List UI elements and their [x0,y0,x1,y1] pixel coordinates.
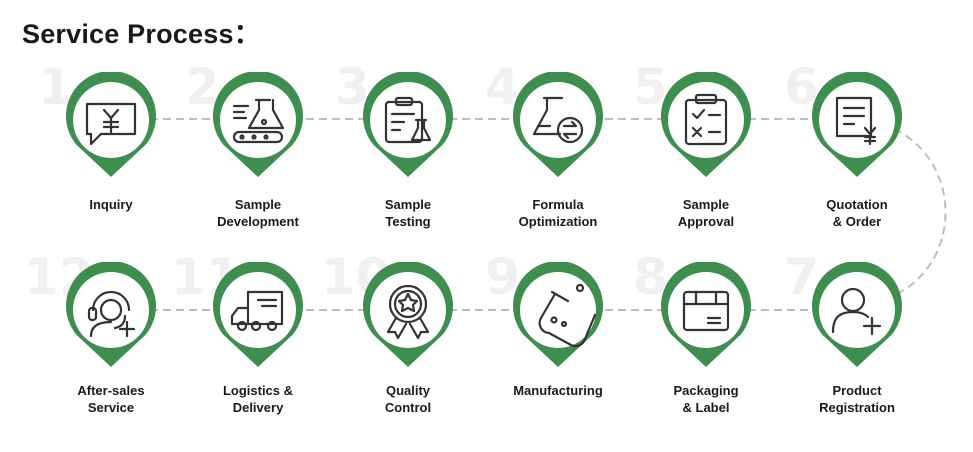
step-label-line: Sample [234,197,282,212]
step-number: 6 [784,58,819,116]
step-label-line: After-sales [77,383,145,398]
step-label-line: Formula [532,197,584,212]
step-marker [661,262,751,367]
step-label: Packaging & Label [641,382,771,416]
step-marker [363,262,453,367]
step-marker [812,72,902,177]
user-add-icon [831,287,882,336]
step-label-line: Registration [819,400,895,415]
document-yen-icon [835,96,877,146]
step-label-line: Manufacturing [513,383,603,398]
step-number: 2 [185,58,220,116]
step-label-line: Approval [677,214,735,229]
chat-yen-icon [85,102,137,146]
lab-conveyor-icon [232,98,285,144]
step-marker [66,72,156,177]
delivery-truck-icon [230,290,284,332]
step-number: 3 [335,58,370,116]
step-label-line: Quotation [826,197,888,212]
step-label-line: Control [384,400,432,415]
step-label: Manufacturing [493,382,623,399]
step-number: 1 [38,58,73,116]
step-label: Quotation & Order [792,196,922,230]
step-label-line: Sample [682,197,730,212]
step-label-line: Inquiry [89,197,133,212]
step-number: 5 [633,58,668,116]
step-marker [66,262,156,367]
step-label-line: Product [832,383,882,398]
flask-exchange-icon [532,96,584,144]
step-label-line: & Order [832,214,882,229]
step-number: 4 [485,58,520,116]
step-marker [812,262,902,367]
step-label-line: Logistics & [222,383,294,398]
step-label-line: & Label [682,400,730,415]
step-label-line: Testing [385,214,431,229]
page-title: Service Process： [22,19,261,49]
step-marker [213,72,303,177]
step-label-line: Delivery [232,400,284,415]
step-number: 8 [633,248,668,306]
step-label-line: Quality [385,383,431,398]
quality-badge-icon [386,284,430,340]
step-label: Inquiry [46,196,176,213]
flask-bubbles-icon [538,283,597,348]
step-number: 7 [784,248,819,306]
step-label-line: Development [217,214,299,229]
headset-agent-icon [87,290,136,338]
clipboard-flask-icon [384,96,432,144]
step-marker [213,262,303,367]
step-label-line: Service [87,400,135,415]
step-marker [513,72,603,177]
step-marker [661,72,751,177]
step-label-line: Sample [384,197,432,212]
step-number: 9 [485,248,520,306]
step-label-line: Packaging [673,383,739,398]
step-label: Logistics & Delivery [193,382,323,416]
step-label-line: Optimization [518,214,598,229]
step-marker [513,262,603,367]
step-marker [363,72,453,177]
package-box-icon [682,290,730,332]
checklist-icon [684,93,728,146]
